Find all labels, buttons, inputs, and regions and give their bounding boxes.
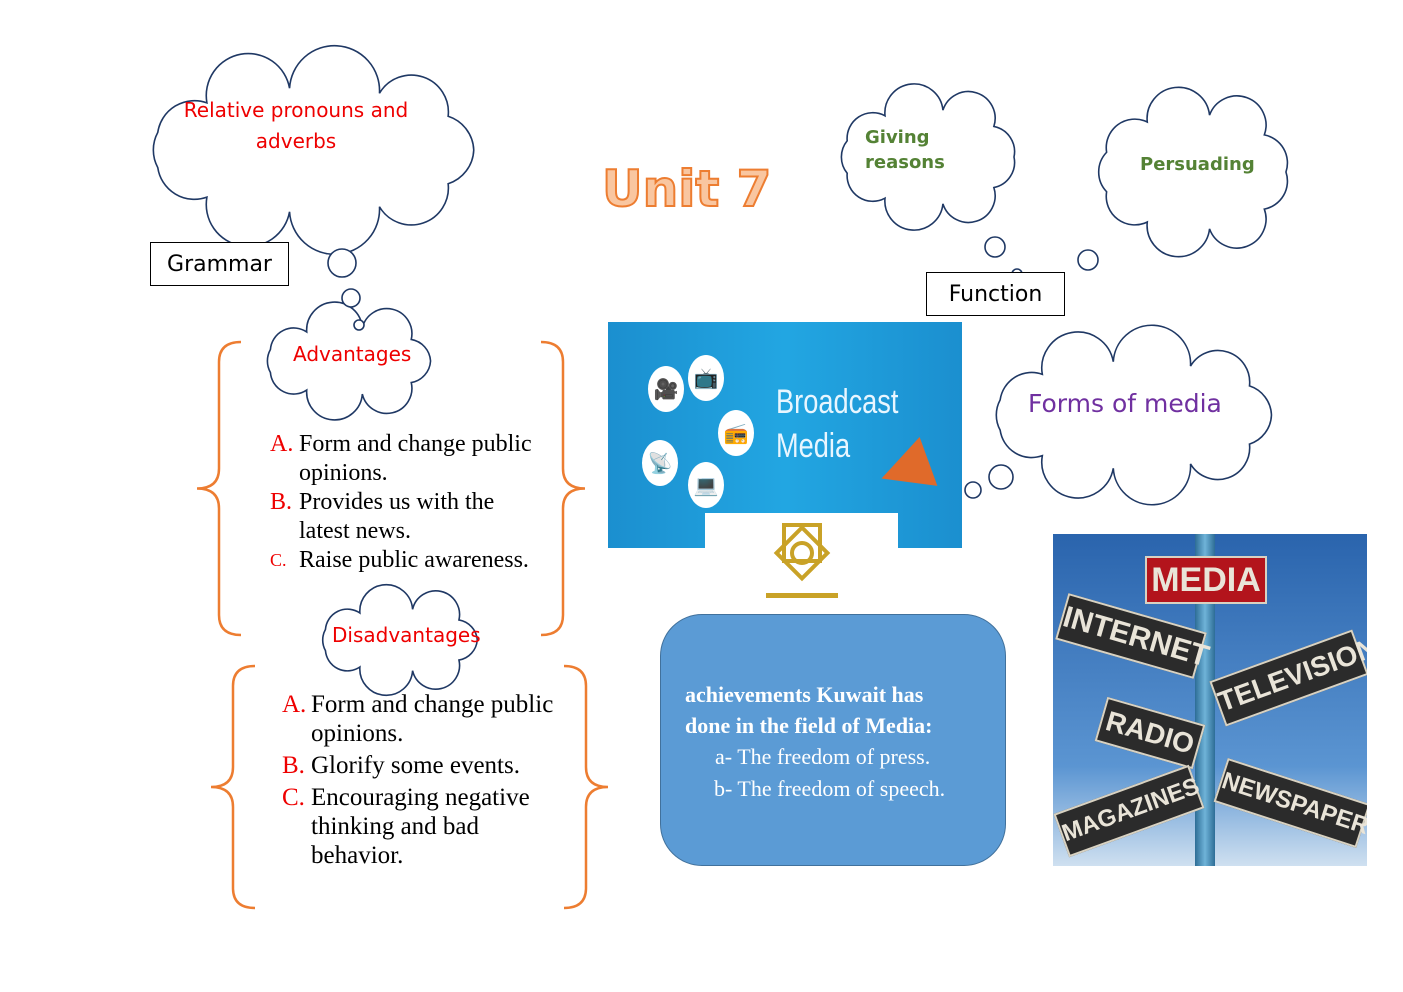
function-box: Function <box>926 272 1065 316</box>
grammar-box: Grammar <box>150 242 289 286</box>
advantages-list: A.Form and change public opinions. B.Pro… <box>270 430 532 575</box>
media-signpost-image: MEDIA INTERNET TELEVISION RADIO NEWSPAPE… <box>1053 534 1367 866</box>
caption-line: Broadcast <box>776 383 899 421</box>
achievements-box: achievements Kuwait has done in the fiel… <box>660 614 1006 866</box>
cloud-line: Giving <box>865 127 930 148</box>
item-text: Encouraging negative <box>311 784 530 811</box>
sign-radio: RADIO <box>1094 696 1206 770</box>
list-item-cont: latest news. <box>270 517 532 546</box>
forms-of-media-cloud <box>995 324 1273 506</box>
caption-line: Media <box>776 427 851 465</box>
broadcast-media-image: 🎥 📺 📻 📡 💻 Broadcast Media <box>608 322 962 548</box>
advantages-heading: Advantages <box>293 342 412 366</box>
cloud-line: reasons <box>865 152 945 173</box>
grammar-cloud <box>152 44 475 256</box>
heading-line: achievements Kuwait has <box>685 682 924 707</box>
thought-bubble <box>1077 249 1099 271</box>
forms-of-media-text: Forms of media <box>1028 389 1222 418</box>
sign-television: TELEVISION <box>1209 629 1367 727</box>
logo-icon <box>766 523 838 598</box>
list-item: A.Form and change public <box>270 430 532 459</box>
sign-media: MEDIA <box>1145 556 1267 604</box>
list-item: B.Glorify some events. <box>282 751 553 780</box>
marker: A. <box>270 431 294 457</box>
radio-icon: 📻 <box>718 410 754 456</box>
list-item: b- The freedom of speech. <box>714 776 946 801</box>
item-text: thinking and bad <box>311 813 480 840</box>
list-item: C.Encouraging negative <box>282 783 553 812</box>
disadvantages-cloud <box>321 583 479 697</box>
sign-internet: INTERNET <box>1055 593 1213 679</box>
item-text: opinions. <box>311 720 404 747</box>
item-text: latest news. <box>299 518 411 544</box>
thought-bubble <box>327 248 357 278</box>
pole <box>1195 534 1215 866</box>
marker: B. <box>282 752 305 779</box>
achievements-list: a- The freedom of press. b- The freedom … <box>714 741 946 805</box>
item-text: Form and change public <box>299 431 532 457</box>
marker: B. <box>270 489 293 515</box>
sign-magazines: MAGAZINES <box>1053 764 1205 858</box>
marker: C. <box>282 784 305 811</box>
advantages-cloud <box>266 301 432 421</box>
right-brace <box>563 664 609 910</box>
cloud-line: adverbs <box>255 129 337 153</box>
list-item: A.Form and change public <box>282 690 553 719</box>
list-item-cont: thinking and bad <box>282 812 553 841</box>
cloud-line: Relative pronouns and <box>183 98 409 122</box>
list-item-cont: opinions. <box>282 719 553 748</box>
thought-bubble <box>964 481 982 499</box>
marker: A. <box>282 691 307 718</box>
achievements-heading: achievements Kuwait has done in the fiel… <box>685 679 933 741</box>
right-brace <box>540 340 586 637</box>
persuading-text: Persuading <box>1140 154 1255 175</box>
list-item-cont: opinions. <box>270 459 532 488</box>
list-item: C. Raise public awareness. <box>270 546 532 575</box>
list-item-cont: behavior. <box>282 841 553 870</box>
sign-newspapers: NEWSPAPERS <box>1213 757 1367 849</box>
item-text: opinions. <box>299 460 388 486</box>
list-item: a- The freedom of press. <box>715 744 931 769</box>
left-brace <box>210 664 256 910</box>
marker: C. <box>270 550 287 570</box>
item-text: Raise public awareness. <box>299 547 529 573</box>
video-camera-icon: 🎥 <box>648 366 684 412</box>
item-text: behavior. <box>311 842 404 869</box>
thought-bubble <box>988 464 1014 490</box>
grammar-cloud-text: Relative pronouns and adverbs <box>150 95 442 157</box>
laptop-icon: 💻 <box>688 462 724 508</box>
thought-bubble <box>984 236 1006 258</box>
disadvantages-heading: Disadvantages <box>332 623 481 647</box>
persuading-cloud <box>1097 86 1289 258</box>
item-text: Form and change public <box>311 691 554 718</box>
thought-bubble <box>353 319 365 331</box>
antenna-icon: 📡 <box>642 440 678 486</box>
unit-title: Unit 7 <box>601 159 772 219</box>
heading-line: done in the field of Media: <box>685 713 933 738</box>
disadvantages-list: A.Form and change public opinions. B.Glo… <box>282 690 553 870</box>
tv-icon: 📺 <box>688 355 724 401</box>
broadcast-caption: Broadcast Media <box>776 380 898 468</box>
item-text: Provides us with the <box>299 489 495 515</box>
giving-reasons-cloud <box>840 83 1016 231</box>
item-text: Glorify some events. <box>311 752 520 779</box>
thought-bubble <box>341 288 361 308</box>
giving-reasons-text: Giving reasons <box>865 125 945 175</box>
left-brace <box>196 340 242 637</box>
list-item: B.Provides us with the <box>270 488 532 517</box>
